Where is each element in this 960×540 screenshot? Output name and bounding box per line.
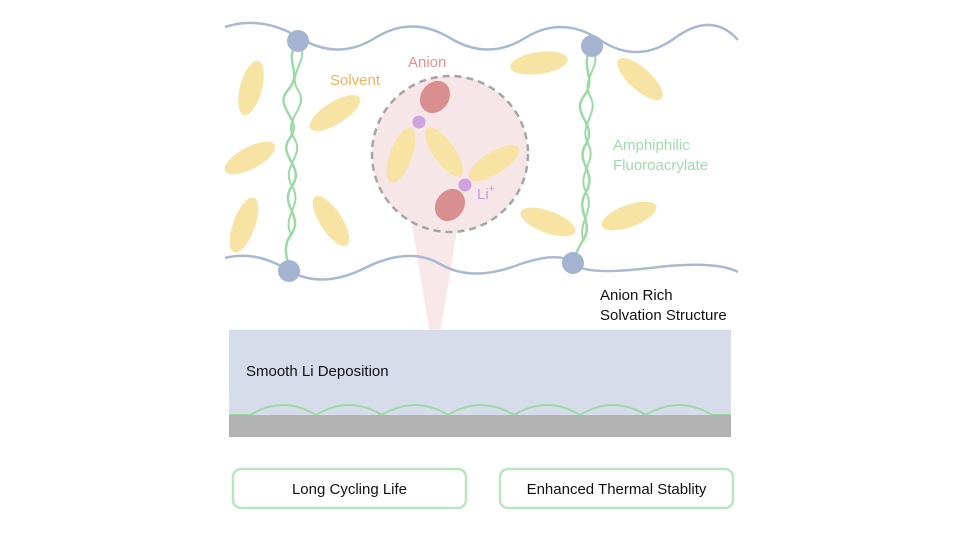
node-bottom-left xyxy=(278,260,300,282)
amphiphilic-label-line1: Amphiphilic xyxy=(613,137,690,154)
crosslinker-helix-left xyxy=(282,41,299,271)
node-top-right xyxy=(581,35,603,57)
solvent-molecule xyxy=(229,197,259,253)
solvation-inset xyxy=(370,74,530,234)
li-ion xyxy=(412,115,426,129)
solvent-molecule xyxy=(617,57,663,101)
solvent-molecule xyxy=(238,60,264,116)
li-ion xyxy=(458,178,472,192)
outcome-pill-thermal: Enhanced Thermal Stablity xyxy=(498,467,735,510)
li-ion-label: Li+ xyxy=(477,184,495,203)
solvation-label-line2: Solvation Structure xyxy=(600,307,727,324)
solvent-molecule xyxy=(309,95,361,131)
solvent-molecule xyxy=(510,51,568,75)
solvent-molecule xyxy=(520,207,576,237)
outcome-label: Enhanced Thermal Stablity xyxy=(527,481,707,498)
outcome-pill-border xyxy=(498,467,735,510)
substrate xyxy=(229,415,731,437)
anion-molecule xyxy=(434,188,466,222)
li-deposit-bumps xyxy=(229,404,731,417)
solvation-label-line1: Anion Rich xyxy=(600,287,673,304)
amphiphilic-label-line2: Fluoroacrylate xyxy=(613,157,708,174)
solvent-molecule xyxy=(224,141,276,175)
anion-label: Anion xyxy=(408,54,446,71)
solvent-molecule-inset xyxy=(386,127,416,183)
solvent-molecules xyxy=(224,51,663,253)
zoom-cone xyxy=(412,225,458,365)
solvent-molecule-inset xyxy=(468,145,520,181)
crosslinker-helix-left-b xyxy=(287,41,304,237)
node-top-left xyxy=(287,30,309,52)
solvent-molecule xyxy=(312,195,350,247)
polymer-chain-top xyxy=(224,21,739,54)
electrolyte-layer xyxy=(229,330,731,415)
li-symbol: Li xyxy=(477,186,489,203)
deposition-label: Smooth Li Deposition xyxy=(246,363,389,380)
solvent-molecule-inset xyxy=(425,127,463,177)
node-bottom-right xyxy=(562,252,584,274)
li-charge: + xyxy=(489,184,495,195)
solvent-molecule xyxy=(601,201,657,231)
anion-molecule xyxy=(419,80,451,114)
outcome-pill-cycling: Long Cycling Life xyxy=(231,467,468,510)
outcome-pill-border xyxy=(231,467,468,510)
polymer-chain-bottom xyxy=(224,254,739,281)
solvent-label: Solvent xyxy=(330,72,381,89)
outcome-label: Long Cycling Life xyxy=(292,481,407,498)
crosslinker-helix-right-b xyxy=(581,47,597,243)
